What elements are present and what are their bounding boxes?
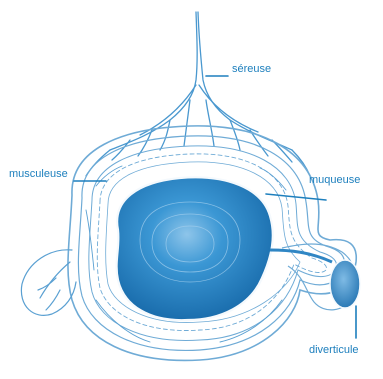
intestinal-lumen — [117, 177, 273, 320]
label-diverticule: diverticule — [309, 345, 359, 356]
mesentery-vessels — [86, 12, 310, 176]
label-sereuse: séreuse — [232, 64, 271, 75]
label-muqueuse: muqueuse — [309, 175, 360, 186]
label-musculeuse: musculeuse — [9, 169, 68, 180]
